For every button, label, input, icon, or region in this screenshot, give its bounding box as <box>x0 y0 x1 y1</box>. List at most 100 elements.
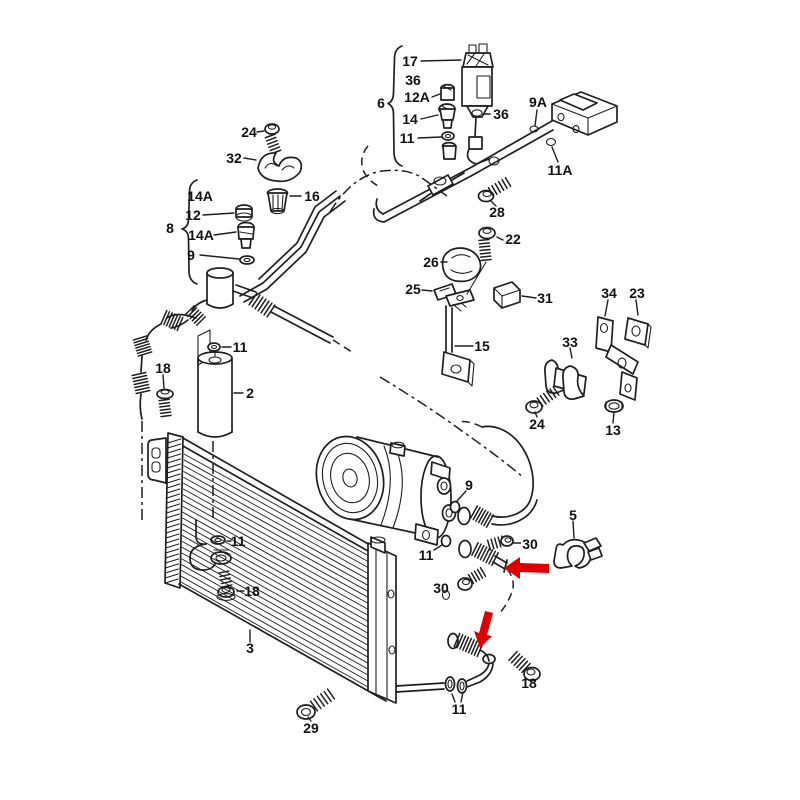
bolt-18-lower <box>508 650 541 682</box>
receiver-drier-assembly <box>131 267 353 601</box>
hose-fitting-highlighted <box>458 539 508 573</box>
drier-bottle-2 <box>197 350 244 438</box>
part-label-23-24: 23 <box>629 285 645 301</box>
bolt-30-lower <box>441 566 487 601</box>
o-ring-9 <box>449 500 461 514</box>
high-pressure-pipe-assembly <box>329 91 618 223</box>
part-label-3-33: 3 <box>246 640 254 656</box>
part-label-11-36: 11 <box>419 547 434 563</box>
receiver-drier-fittings-group <box>181 123 346 303</box>
valve-core-14 <box>438 103 456 129</box>
part-label-11A-8: 11A <box>548 162 573 178</box>
condenser-right-tank <box>367 536 397 704</box>
o-ring-11-top <box>441 131 455 141</box>
clamp-33 <box>544 347 587 400</box>
compressor <box>315 435 467 551</box>
part-label-5-39: 5 <box>569 507 577 523</box>
washer-11-drier <box>207 342 221 352</box>
bolt-28 <box>477 176 512 207</box>
part-label-11-41: 11 <box>452 701 467 717</box>
part-label-34-23: 34 <box>601 285 617 301</box>
plug-fitting <box>441 141 457 160</box>
part-label-13-27: 13 <box>605 422 621 438</box>
grommet-16 <box>266 188 302 215</box>
part-label-26-19: 26 <box>423 254 439 270</box>
bolt-24-right <box>525 386 560 418</box>
bracket-15 <box>441 261 487 387</box>
part-label-36-6: 36 <box>493 106 509 122</box>
part-label-9-17: 9 <box>187 247 195 263</box>
part-label-32-11: 32 <box>226 150 242 166</box>
hose-fitting-upper <box>457 420 538 528</box>
drier-inlet-cylinder <box>170 267 234 329</box>
o-ring-11 <box>440 534 452 548</box>
brace-group-6 <box>387 45 403 167</box>
part-label-2-29: 2 <box>246 385 254 401</box>
condenser-corner-bracket <box>147 437 167 484</box>
part-label-11-5: 11 <box>400 130 415 146</box>
part-label-8-13: 8 <box>166 220 174 236</box>
part-label-30-37: 30 <box>522 536 538 552</box>
highlight-annotations <box>474 557 549 648</box>
part-label-29-34: 29 <box>303 720 319 736</box>
part-label-11-28: 11 <box>233 339 248 355</box>
bolt-22 <box>478 226 504 262</box>
part-label-9-35: 9 <box>465 477 473 493</box>
hose-clamp-5 <box>553 520 603 569</box>
connector-31 <box>493 281 537 309</box>
part-label-36-2: 36 <box>405 72 421 88</box>
condenser-fins <box>180 453 385 697</box>
o-ring-36 <box>471 109 483 117</box>
part-labels: 6173612A1411369A11A28243216814A1214A9222… <box>155 53 645 736</box>
part-label-15-22: 15 <box>474 338 490 354</box>
condenser <box>147 432 496 722</box>
pipe-flange <box>210 551 232 565</box>
hose-and-fittings <box>379 376 603 682</box>
part-label-31-21: 31 <box>537 290 553 306</box>
pipe-clamp-32 <box>243 152 303 183</box>
bolt-18-left <box>156 374 174 418</box>
stub-9A <box>529 125 539 133</box>
highlight-arrow-down <box>474 611 493 648</box>
part-label-16-12: 16 <box>304 188 320 204</box>
part-label-22-18: 22 <box>505 231 521 247</box>
right-bracket-group <box>525 299 652 424</box>
part-label-14A-16: 14A <box>188 227 214 243</box>
washer-9 <box>199 254 255 265</box>
bolt-24-top <box>256 123 282 155</box>
bolt-30-upper <box>486 535 523 551</box>
bracket-34 <box>595 299 639 401</box>
pressure-sender-assembly <box>387 43 494 167</box>
mid-bracket-group <box>421 226 537 387</box>
mounting-box-bracket <box>551 91 618 136</box>
part-label-14A-14: 14A <box>187 188 213 204</box>
part-label-6-0: 6 <box>377 95 385 111</box>
hose-fitting-lower <box>447 632 490 662</box>
rubber-clamp-26 <box>440 247 482 283</box>
part-label-25-20: 25 <box>405 281 421 297</box>
part-label-24-26: 24 <box>529 416 545 432</box>
flexible-hose-left <box>131 309 197 523</box>
bottom-pipe <box>395 653 496 703</box>
part-label-24-10: 24 <box>241 124 257 140</box>
part-label-11-31: 11 <box>231 533 246 549</box>
part-label-18-40: 18 <box>521 675 537 691</box>
compressor-pulley <box>315 435 385 521</box>
washer-11A <box>545 137 557 147</box>
brace-group-8 <box>181 179 198 285</box>
part-label-14-4: 14 <box>402 111 418 127</box>
union-14A <box>213 221 255 249</box>
part-label-33-25: 33 <box>562 334 578 350</box>
highlight-arrow-left <box>504 557 549 579</box>
plate-23 <box>624 299 652 349</box>
part-label-9A-7: 9A <box>529 94 547 110</box>
part-label-30-38: 30 <box>433 580 449 596</box>
bolt-29 <box>296 688 336 722</box>
part-label-28-9: 28 <box>489 204 505 220</box>
nut-13 <box>604 399 624 424</box>
bolt-18-bracket <box>216 570 245 601</box>
union-nut-12 <box>202 204 253 222</box>
valve-insert-12A <box>440 83 455 101</box>
